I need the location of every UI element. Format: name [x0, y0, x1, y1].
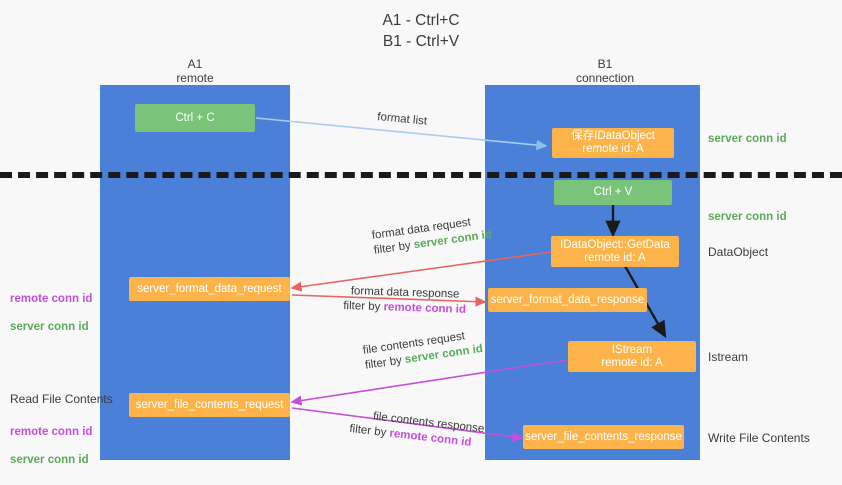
edge-label-format-data-request: format data request filter by server con…: [371, 216, 493, 257]
label-format-conn-ids: remote conn id server conn id: [10, 278, 92, 334]
phase-divider: [0, 172, 842, 178]
column-header-b1: B1 connection: [575, 57, 635, 85]
node-idataobject-getdata[interactable]: IDataObject::GetData remote id: A: [551, 236, 679, 267]
edge-label-format-list: format list: [376, 110, 428, 128]
label-server-conn-id-file: server conn id: [10, 454, 89, 466]
label-server-conn-id-mid: server conn id: [708, 211, 787, 223]
edge-label-file-contents-request: file contents request filter by server c…: [362, 330, 484, 372]
label-read-file-contents: Read File Contents: [10, 392, 113, 406]
edge-label-format-data-response: format data response filter by remote co…: [343, 285, 467, 316]
node-istream[interactable]: IStream remote id: A: [568, 341, 696, 372]
node-save-idataobject[interactable]: 保存IDataObject remote id: A: [552, 128, 674, 158]
label-remote-conn-id-format: remote conn id: [10, 293, 93, 305]
label-server-conn-id-top: server conn id: [708, 133, 787, 145]
node-server-file-contents-response[interactable]: server_file_contents_response: [523, 425, 684, 449]
label-file-conn-ids: remote conn id server conn id: [10, 411, 92, 467]
node-server-file-contents-request[interactable]: server_file_contents_request: [129, 393, 290, 417]
node-server-format-data-request[interactable]: server_format_data_request: [129, 277, 290, 301]
label-remote-conn-id-file: remote conn id: [10, 426, 93, 438]
node-ctrl-c[interactable]: Ctrl + C: [135, 104, 255, 132]
node-server-format-data-response[interactable]: server_format_data_response: [488, 288, 647, 312]
edge-label-file-contents-response: file contents response filter by remote …: [348, 410, 485, 449]
label-istream: Istream: [708, 350, 749, 364]
node-ctrl-v[interactable]: Ctrl + V: [554, 180, 672, 205]
diagram-title: A1 - Ctrl+C B1 - Ctrl+V: [382, 12, 460, 50]
column-header-a1: A1 remote: [176, 57, 214, 85]
label-dataobject: DataObject: [708, 245, 769, 259]
label-write-file-contents: Write File Contents: [708, 431, 810, 445]
label-server-conn-id-format: server conn id: [10, 321, 89, 333]
